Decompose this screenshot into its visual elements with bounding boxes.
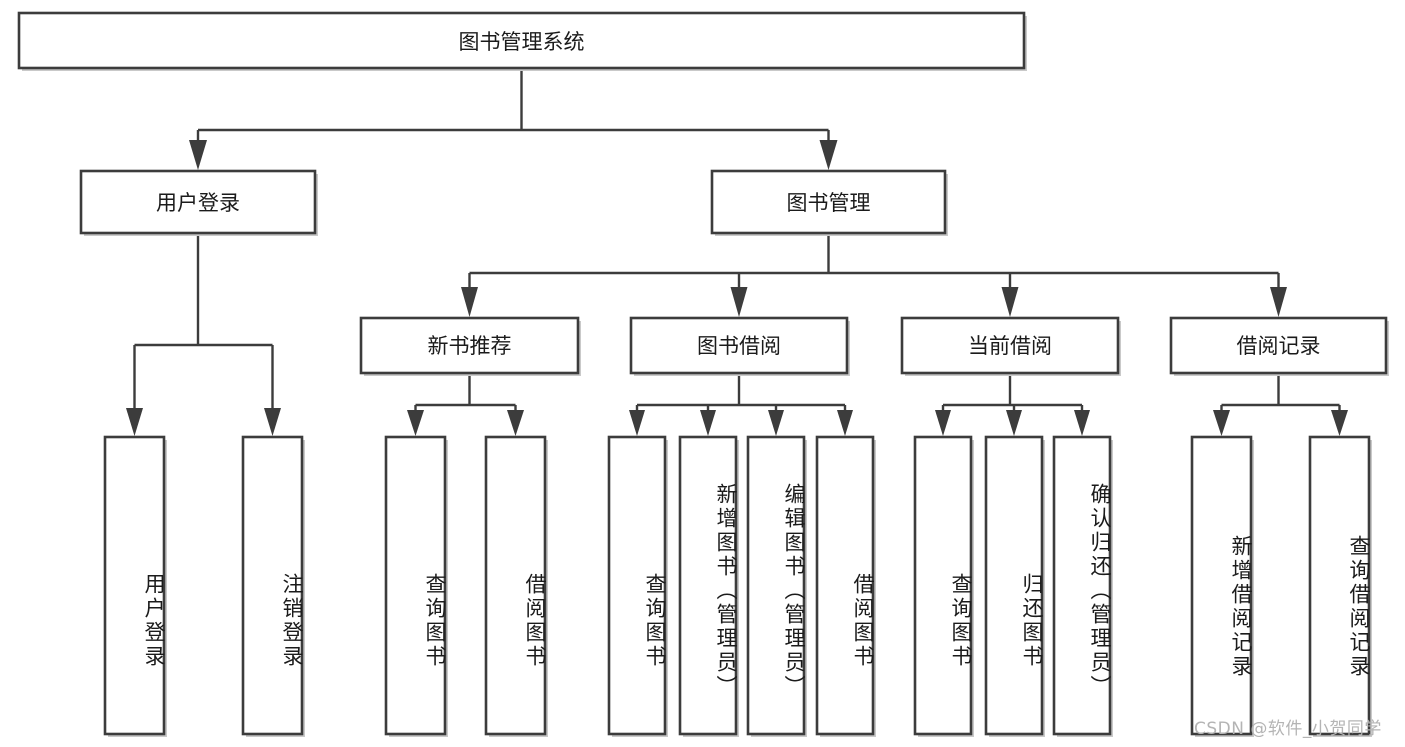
arrow-head-leaf-borrow-book — [837, 410, 853, 436]
node-leaf-edit-book[interactable] — [746, 435, 806, 736]
node-root-label: 图书管理系统 — [459, 30, 585, 54]
arrow-head-user-login — [189, 140, 207, 170]
arrow-head-leaf-query-book-cur — [935, 410, 951, 436]
node-book-borrow[interactable] — [629, 316, 849, 375]
node-leaf-logout[interactable] — [241, 435, 304, 736]
csdn-watermark: CSDN @软件_小贺同学 — [1194, 719, 1382, 739]
node-leaf-confirm-return[interactable] — [1052, 435, 1112, 736]
node-leaf-user-login[interactable] — [103, 435, 166, 736]
arrow-head-borrow-records — [1270, 287, 1287, 317]
node-leaf-add-book[interactable] — [678, 435, 738, 736]
arrow-head-leaf-edit-book — [768, 410, 784, 436]
node-leaf-return-book[interactable] — [984, 435, 1044, 736]
arrow-head-book-manage — [819, 140, 838, 170]
arrow-head-leaf-logout — [264, 408, 281, 436]
node-user-login-label: 用户登录 — [156, 191, 240, 215]
node-current-borrow-label: 当前借阅 — [968, 334, 1052, 358]
node-leaf-query-book-borrow[interactable] — [607, 435, 667, 736]
connector-layer — [126, 68, 1348, 436]
arrow-head-leaf-user-login — [126, 408, 143, 436]
node-leaf-add-record[interactable] — [1190, 435, 1253, 736]
node-current-borrow[interactable] — [900, 316, 1120, 375]
node-root[interactable] — [17, 11, 1026, 70]
arrow-head-new-book-rec — [461, 287, 478, 317]
node-leaf-query-record[interactable] — [1308, 435, 1371, 736]
node-new-book-rec[interactable] — [359, 316, 580, 375]
arrow-head-book-borrow — [730, 287, 748, 317]
arrow-head-leaf-add-record — [1213, 410, 1230, 436]
node-leaf-query-book-rec[interactable] — [384, 435, 447, 736]
node-user-login[interactable] — [79, 169, 317, 235]
node-borrow-records[interactable] — [1169, 316, 1388, 375]
arrow-head-leaf-borrow-book-rec — [507, 410, 524, 436]
node-book-borrow-label: 图书借阅 — [697, 334, 781, 358]
node-leaf-borrow-book-rec[interactable] — [484, 435, 547, 736]
node-borrow-records-label: 借阅记录 — [1237, 334, 1321, 358]
node-new-book-rec-label: 新书推荐 — [428, 334, 512, 358]
arrow-head-leaf-query-book-borrow — [629, 410, 645, 436]
arrow-head-leaf-confirm-return — [1074, 410, 1090, 436]
arrow-head-leaf-return-book — [1006, 410, 1022, 436]
node-book-manage-label: 图书管理 — [787, 191, 871, 215]
arrow-head-current-borrow — [1001, 287, 1019, 317]
arrow-head-leaf-query-record — [1331, 410, 1348, 436]
node-layer: 图书管理系统 用户登录 图书管理 新书推荐 图书借阅 当前借阅 借阅记录 — [17, 11, 1389, 737]
node-leaf-borrow-book[interactable] — [815, 435, 875, 736]
node-leaf-query-book-cur[interactable] — [913, 435, 973, 736]
node-book-manage[interactable] — [710, 169, 947, 235]
arrow-head-leaf-add-book — [700, 410, 716, 436]
arrow-head-leaf-query-book-rec — [407, 410, 424, 436]
